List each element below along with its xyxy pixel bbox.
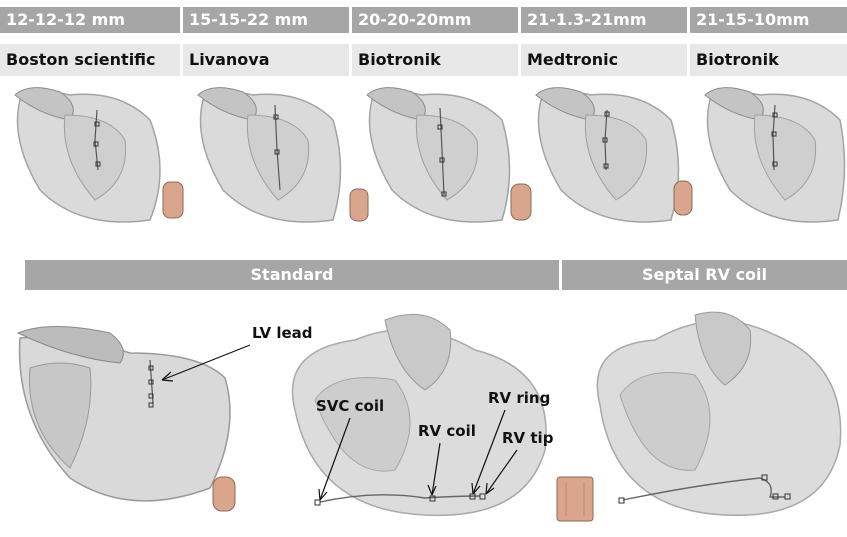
heart-model-septal xyxy=(585,305,847,530)
